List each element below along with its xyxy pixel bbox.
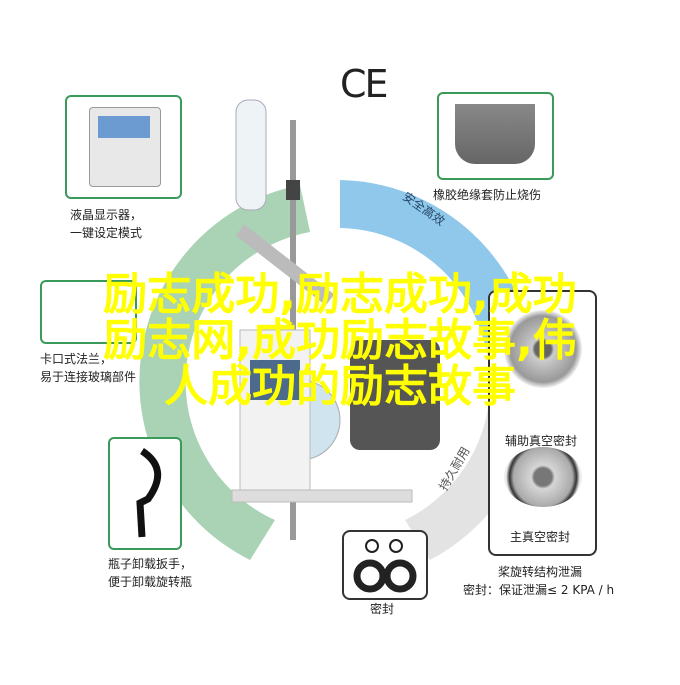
wrench-image: [108, 437, 182, 550]
green-arc: [139, 185, 310, 560]
lcd-label-1: 液晶显示器，: [70, 208, 143, 222]
wrench-label-2: 便于卸载旋转瓶: [108, 575, 193, 589]
wrench-label-1: 瓶子卸载扳手，: [108, 557, 193, 571]
overlay-title-line-2: 励志网,成功励志故事,伟: [103, 315, 577, 366]
o-ring-image: [342, 530, 428, 600]
lcd-label-2: 一键设定模式: [70, 226, 143, 240]
flange-label-2: 易于连接玻璃部件: [40, 370, 137, 384]
heating-bath-image: [437, 92, 554, 180]
seal-label: 密封: [370, 602, 395, 616]
flange-image: [40, 280, 137, 344]
rotary-evaporator-icon: [231, 99, 440, 540]
leak-label-2: 密封：保证泄漏≤ 2 KPA / h: [463, 583, 615, 597]
overlay-title-line-3: 人成功的励志故事: [164, 361, 516, 412]
flange-label-1: 卡口式法兰，: [40, 352, 113, 366]
overlay-title-line-1: 励志成功,励志成功,成功: [103, 269, 577, 320]
blue-arc: [340, 180, 530, 345]
aux-seal-label: 辅助真空密封: [505, 434, 578, 448]
leak-label-1: 桨旋转结构泄漏: [498, 565, 583, 579]
seals-image: [488, 290, 597, 556]
ce-mark: CE: [340, 62, 389, 106]
lcd-panel-image: [65, 95, 182, 199]
main-seal-label: 主真空密封: [510, 530, 571, 544]
bowl-label: 橡胶绝缘套防止烧伤: [433, 188, 542, 202]
